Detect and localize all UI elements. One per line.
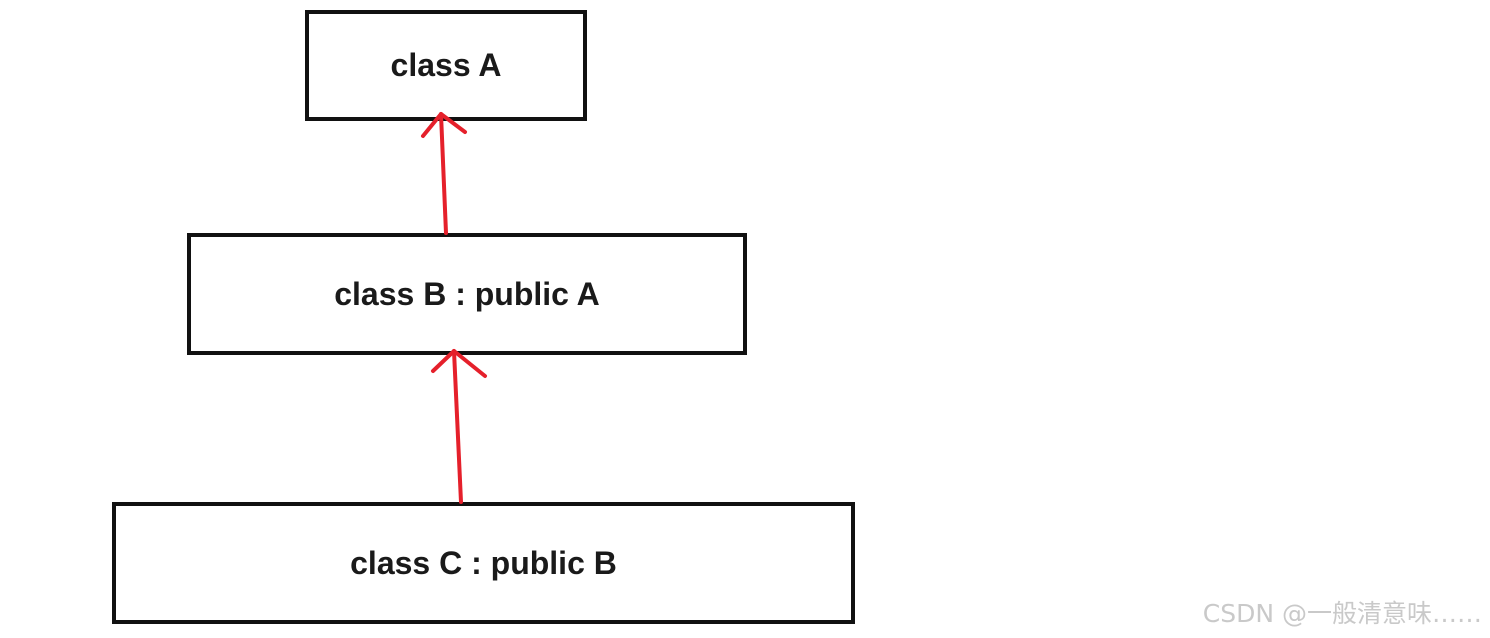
class-c-box: class C : public B [112,502,855,624]
arrow-b-to-a-head [421,112,467,138]
class-b-box: class B : public A [187,233,747,355]
class-a-box: class A [305,10,587,121]
class-b-label: class B : public A [334,275,600,312]
class-a-label: class A [390,47,502,83]
arrow-b-to-a-shaft [439,112,448,235]
arrow-c-to-b [431,349,487,504]
arrow-c-to-b-shaft [452,349,463,504]
arrow-c-to-b-head [431,349,487,378]
csdn-watermark: CSDN @一般清意味…… [1202,599,1482,628]
arrow-b-to-a [421,112,467,235]
class-c-label: class C : public B [350,544,617,581]
